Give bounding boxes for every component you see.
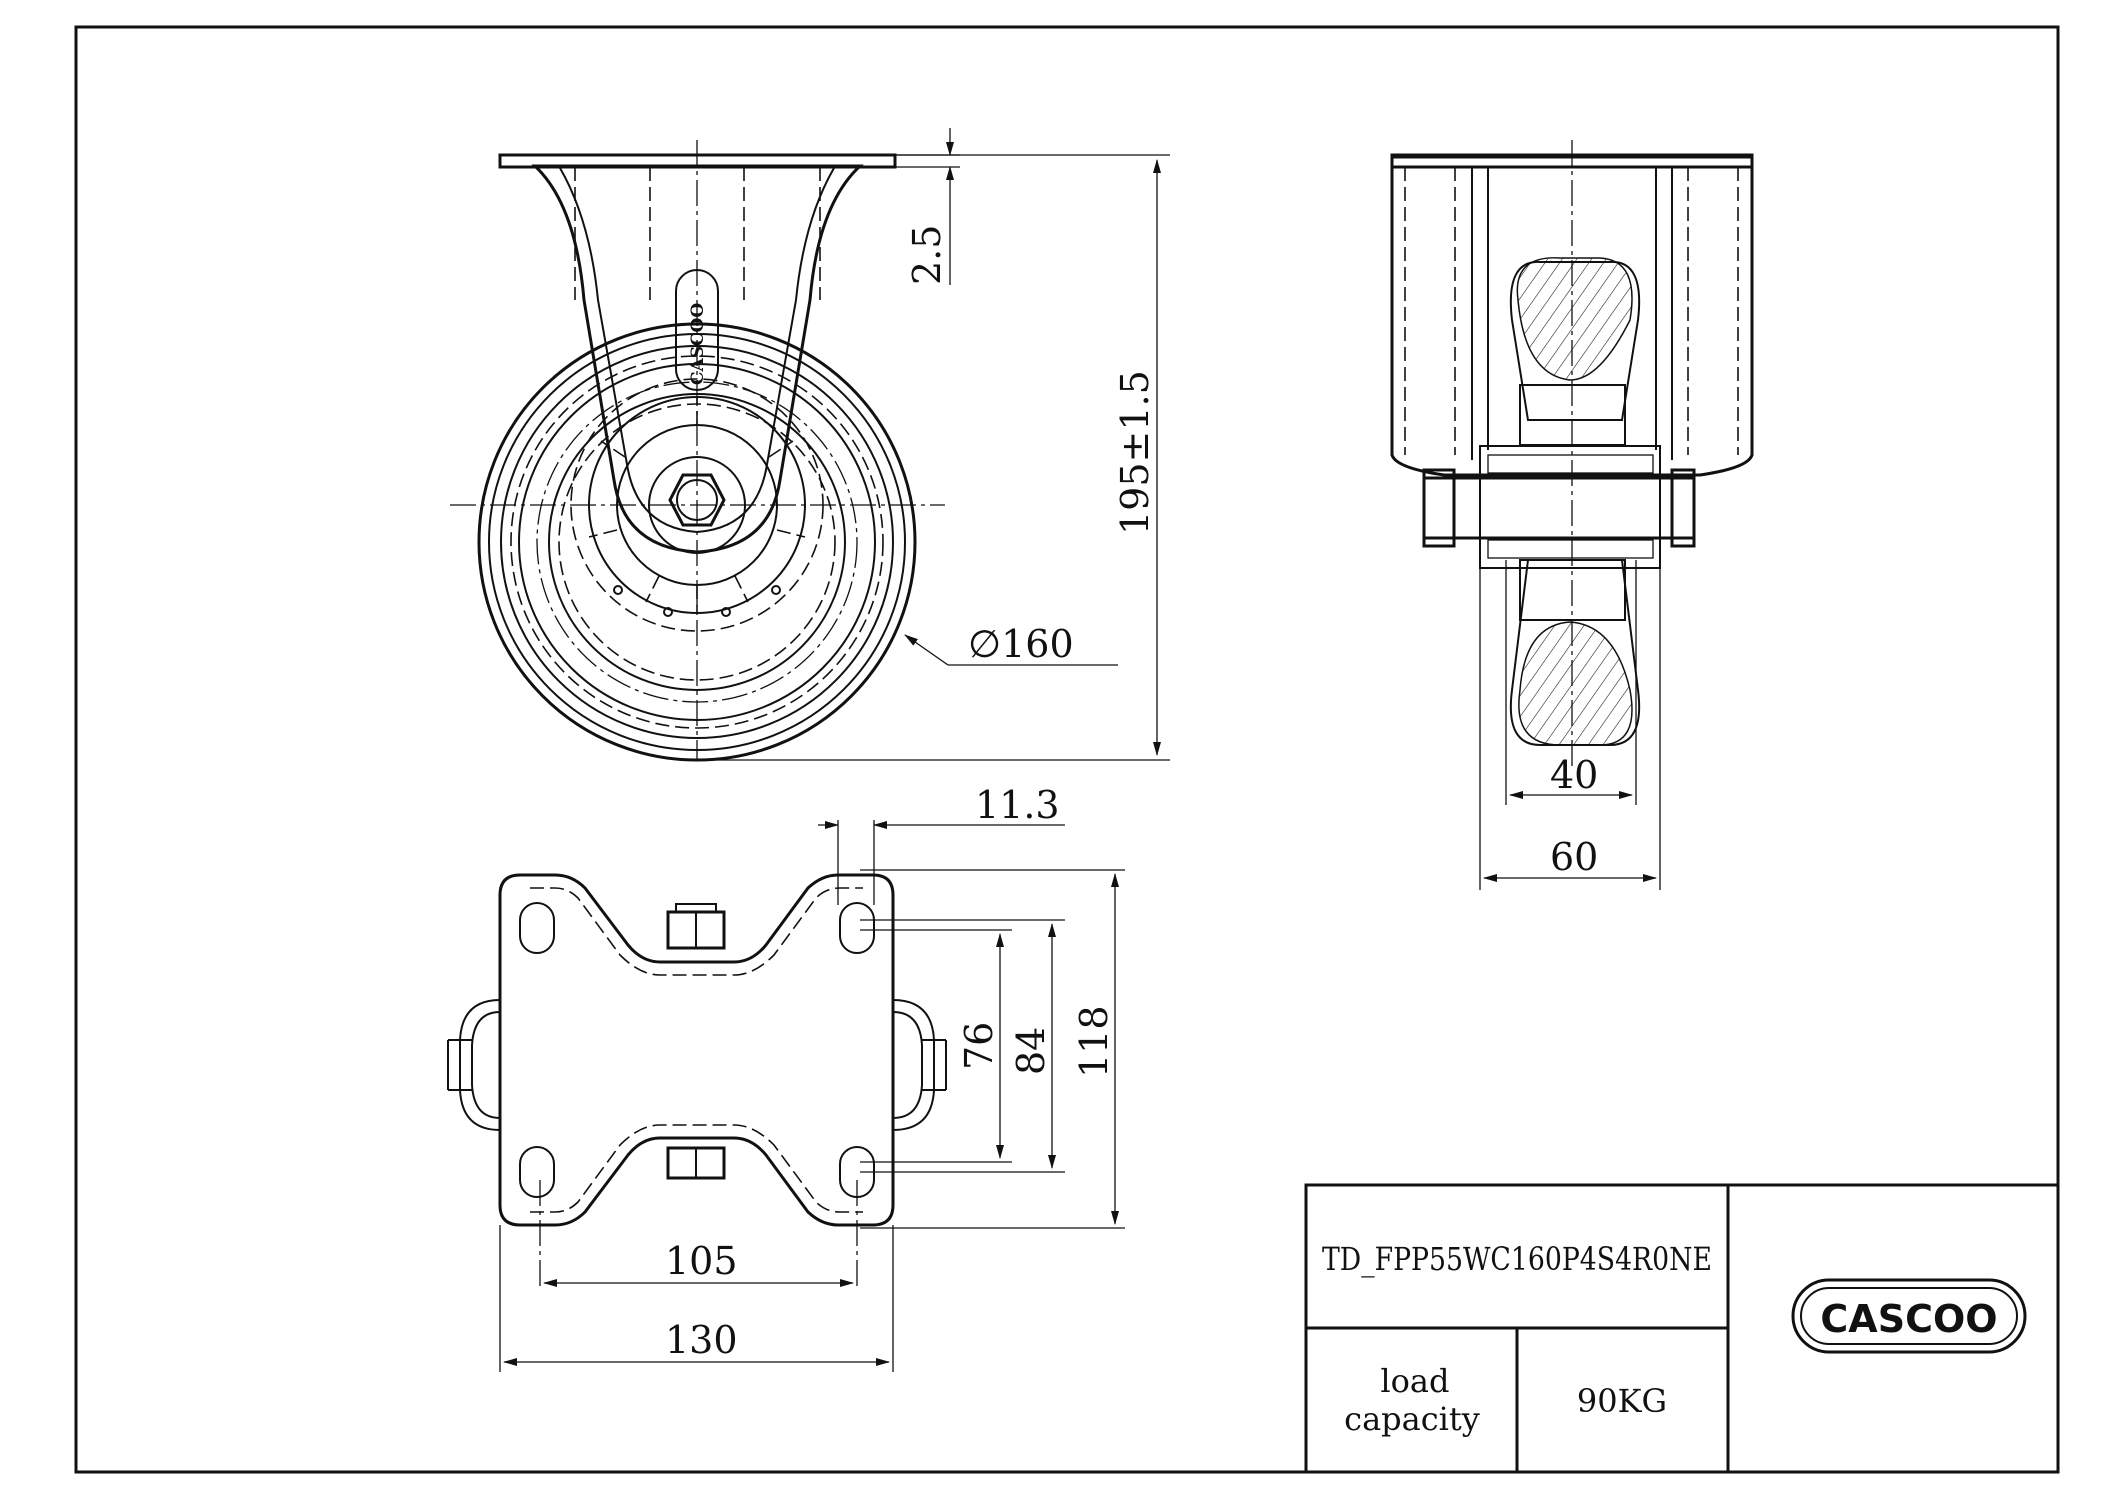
wheel-logo-badge (675, 269, 719, 391)
tyre-ring-3 (510, 355, 884, 729)
dim-plate-width-side-label: 60 (1550, 835, 1598, 879)
logo-text: CASCOO (1820, 1297, 1997, 1341)
top-wheel-left-inner (447, 1011, 501, 1119)
load-capacity-value: 90KG (1577, 1382, 1667, 1420)
axle-bolt (676, 479, 718, 521)
slot-hole-top-right (839, 902, 875, 954)
slot-hole-top-left (519, 902, 555, 954)
wheel-logo-text: CASCOO (688, 303, 708, 385)
load-capacity-label: load capacity (1344, 1362, 1480, 1438)
dim-hole-spacing-long-label: 84 (1009, 1027, 1053, 1075)
dim-hole-spacing-short-label: 76 (957, 1022, 1001, 1070)
dim-hole-spacing-short (860, 929, 1012, 1163)
dim-plate-width-label: 130 (665, 1318, 738, 1362)
side-axle (1422, 476, 1696, 540)
slot-hole-bottom-left (519, 1146, 555, 1198)
side-wheel-lower-hatch (1518, 621, 1633, 746)
side-wheel-lower (1509, 559, 1641, 746)
side-bracket-outline (1390, 155, 1754, 477)
side-axle-head-right (1670, 468, 1696, 548)
side-bearing-lower (1487, 539, 1654, 559)
dim-wheel-width-label: 40 (1550, 753, 1598, 797)
side-bearing-upper (1487, 454, 1654, 474)
cascoo-logo: CASCOO (1791, 1278, 2027, 1354)
dim-overall-height-label: 195±1.5 (1113, 370, 1157, 535)
sheet-border (74, 25, 2060, 1474)
title-block (1304, 1183, 2060, 1474)
dim-plate-length-label: 118 (1072, 1005, 1116, 1078)
dim-plate-thickness-label: 2.5 (905, 225, 949, 285)
top-wheel-right (892, 999, 935, 1131)
dim-slot-offset-label: 11.3 (975, 783, 1060, 827)
top-view: 11.3 76 84 118 105 (447, 783, 1125, 1372)
front-view: CASCOO 2.5 195±1.5 ∅160 (450, 128, 1170, 762)
side-wheel-upper-hatch (1516, 257, 1633, 381)
part-number: TD_FPP55WC160P4S4R0NE (1322, 1240, 1712, 1278)
dim-wheel-width (1505, 560, 1637, 805)
side-axle-nut-left (1422, 468, 1456, 548)
axle-nut (668, 473, 726, 527)
side-bushing (1479, 445, 1661, 569)
side-view: 40 60 (1390, 140, 1754, 890)
dim-plate-width-side (1479, 568, 1661, 890)
fork-hidden-lines (450, 140, 945, 760)
dim-plate-length (860, 869, 1125, 1229)
dim-plate-width (499, 1225, 894, 1372)
dim-wheel-diameter-label: ∅160 (968, 622, 1074, 666)
dim-wheel-diameter (904, 634, 1118, 666)
dim-slot-offset (818, 820, 1065, 905)
top-wheel-right-inner (892, 1011, 947, 1119)
top-plate-inner (530, 887, 863, 1213)
dim-hole-spacing-width-label: 105 (665, 1239, 738, 1283)
dim-overall-height (700, 154, 1170, 761)
top-wheel-left (459, 999, 501, 1131)
dim-hole-spacing-long (860, 919, 1065, 1173)
side-bracket-inner (1471, 166, 1673, 460)
top-plate-outline (498, 873, 895, 1227)
side-hub-lower (1519, 559, 1626, 621)
